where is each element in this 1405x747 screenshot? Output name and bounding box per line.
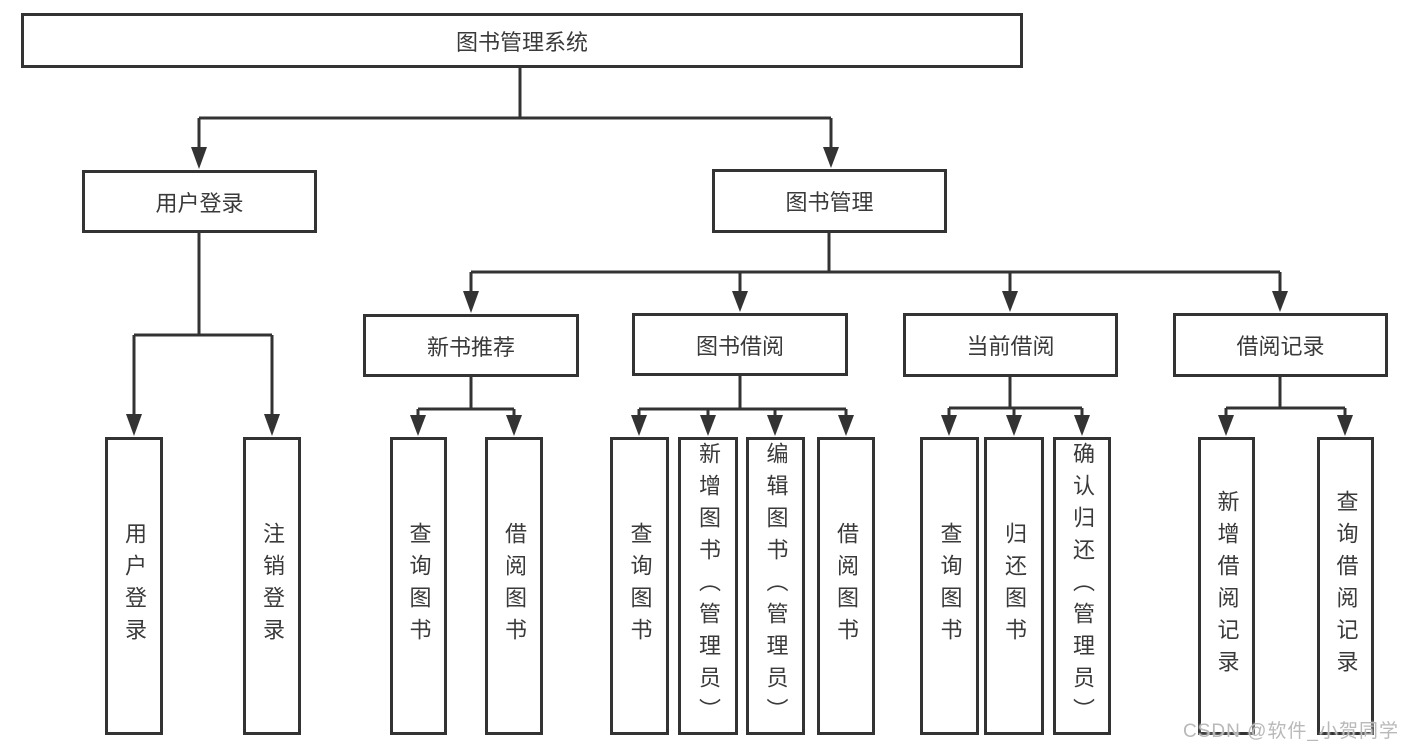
leaf-label: 查询图书 — [937, 522, 963, 650]
arrowhead — [463, 291, 479, 313]
arrowhead — [126, 414, 142, 436]
arrowhead — [1272, 291, 1288, 312]
leaf-borrow-books-1: 借阅图书 — [485, 437, 543, 735]
arrowhead — [631, 415, 647, 436]
node-current-borrow: 当前借阅 — [903, 313, 1118, 377]
arrowhead — [700, 415, 716, 436]
node-borrow-records: 借阅记录 — [1173, 313, 1388, 377]
leaf-label: 查询图书 — [627, 522, 653, 650]
arrowhead — [1002, 291, 1018, 312]
arrowhead — [191, 147, 207, 169]
connector-book-management — [469, 233, 1282, 292]
leaf-label: 借阅图书 — [834, 522, 859, 650]
leaf-return-books: 归还图书 — [984, 437, 1044, 735]
node-label: 图书借阅 — [695, 333, 784, 359]
arrowhead — [410, 415, 426, 436]
node-label: 当前借阅 — [966, 334, 1055, 359]
leaf-label: 查询图书 — [406, 522, 432, 650]
connector-borrow-records — [1224, 377, 1347, 418]
leaf-borrow-books-2: 借阅图书 — [817, 437, 875, 735]
node-label: 图书管理系统 — [455, 29, 588, 55]
arrowhead — [767, 415, 783, 436]
leaf-query-borrow-record: 查询借阅记录 — [1317, 437, 1374, 735]
node-label: 图书管理 — [785, 190, 874, 215]
arrowhead — [264, 414, 280, 436]
leaf-add-books-admin: 新增图书（管理员） — [678, 437, 738, 735]
leaf-query-books-3: 查询图书 — [920, 437, 979, 735]
node-library-system: 图书管理系统 — [21, 13, 1023, 68]
node-label: 借阅记录 — [1236, 334, 1325, 359]
leaf-logout: 注销登录 — [243, 437, 301, 735]
leaf-query-books-2: 查询图书 — [610, 437, 669, 735]
leaf-user-login: 用户登录 — [105, 437, 163, 735]
leaf-label: 查询借阅记录 — [1333, 490, 1359, 682]
leaf-add-borrow-record: 新增借阅记录 — [1198, 437, 1255, 735]
leaf-label: 确认归还（管理员） — [1070, 442, 1095, 730]
leaf-edit-books-admin: 编辑图书（管理员） — [746, 437, 805, 735]
arrowheads — [126, 147, 1353, 436]
arrowhead — [506, 415, 522, 436]
node-new-book-recommend: 新书推荐 — [363, 314, 579, 377]
csdn-watermark: CSDN @软件_小贺同学 — [1183, 721, 1399, 742]
node-label: 新书推荐 — [426, 334, 515, 360]
leaf-label: 归还图书 — [1002, 522, 1027, 650]
node-book-management: 图书管理 — [712, 169, 947, 233]
leaf-label: 编辑图书（管理员） — [763, 442, 789, 730]
connector-new-book — [416, 377, 516, 418]
leaf-label: 用户登录 — [122, 522, 147, 650]
arrowhead — [838, 415, 854, 436]
leaf-query-books-1: 查询图书 — [390, 437, 447, 735]
leaf-label: 注销登录 — [260, 522, 285, 650]
connector-book-borrow — [637, 376, 848, 418]
node-user-login: 用户登录 — [82, 170, 317, 233]
arrowhead — [1337, 415, 1353, 436]
arrowhead — [1218, 415, 1234, 436]
connector-user-login — [132, 233, 274, 416]
leaf-label: 新增图书（管理员） — [696, 442, 721, 730]
arrowhead — [1074, 415, 1090, 436]
node-label: 用户登录 — [155, 190, 244, 216]
connector-current-borrow — [947, 377, 1084, 418]
leaf-confirm-return-admin: 确认归还（管理员） — [1053, 437, 1111, 735]
leaf-label: 借阅图书 — [502, 522, 527, 650]
arrowhead — [823, 147, 839, 168]
arrowhead — [1006, 415, 1022, 436]
leaf-label: 新增借阅记录 — [1214, 490, 1240, 682]
connector-root — [197, 68, 833, 150]
arrowhead — [941, 415, 957, 436]
node-book-borrow: 图书借阅 — [632, 313, 848, 376]
arrowhead — [732, 291, 748, 312]
